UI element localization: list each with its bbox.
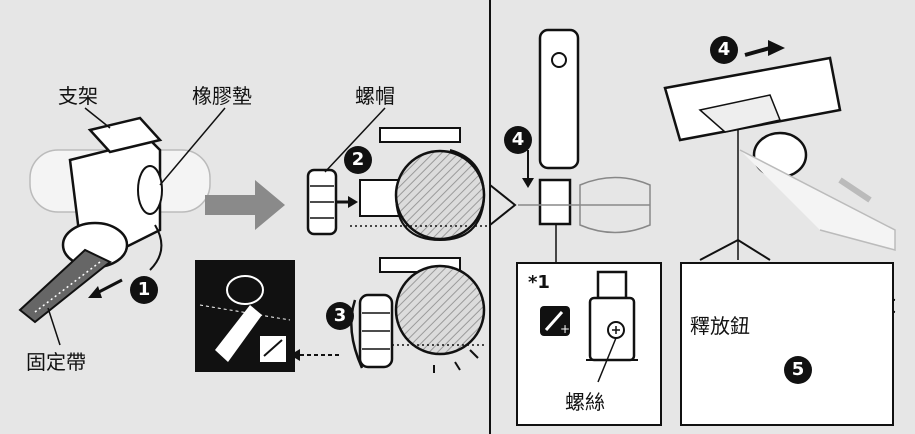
- step-4-marker: 4: [504, 126, 532, 154]
- strap-label: 固定帶: [26, 350, 86, 374]
- strap-inset: [195, 260, 295, 372]
- nut-label: 螺帽: [355, 84, 395, 108]
- bracket-illustration: [18, 116, 211, 324]
- step-5-marker: 5: [784, 356, 812, 384]
- bracket-label: 支架: [58, 84, 98, 108]
- strap-leader: [47, 307, 61, 346]
- release-zoom-box: [680, 262, 894, 426]
- svg-text:+: +: [560, 322, 570, 336]
- step-4-marker-top: 4: [710, 36, 738, 64]
- nut-leader: [324, 107, 386, 173]
- screw-detail: +: [540, 270, 638, 383]
- nut-strap-top: [306, 127, 490, 242]
- divider-chevron: [489, 184, 517, 226]
- screw-label: 螺絲: [565, 390, 605, 414]
- note-mark: *1: [528, 272, 550, 293]
- step-1-marker: 1: [130, 276, 158, 304]
- rubber-pad-leader: [159, 107, 226, 186]
- bracket-leader: [84, 107, 111, 129]
- nut-strap-bottom: [290, 257, 486, 373]
- rubber-pad-label: 橡膠墊: [192, 84, 252, 108]
- flow-arrow: [205, 180, 285, 230]
- step-3-marker: 3: [326, 302, 354, 330]
- step-2-marker: 2: [344, 146, 372, 174]
- release-button-label: 釋放鈕: [690, 314, 750, 338]
- light-unit-mounted: [663, 40, 896, 260]
- light-unit-vertical: [518, 28, 651, 262]
